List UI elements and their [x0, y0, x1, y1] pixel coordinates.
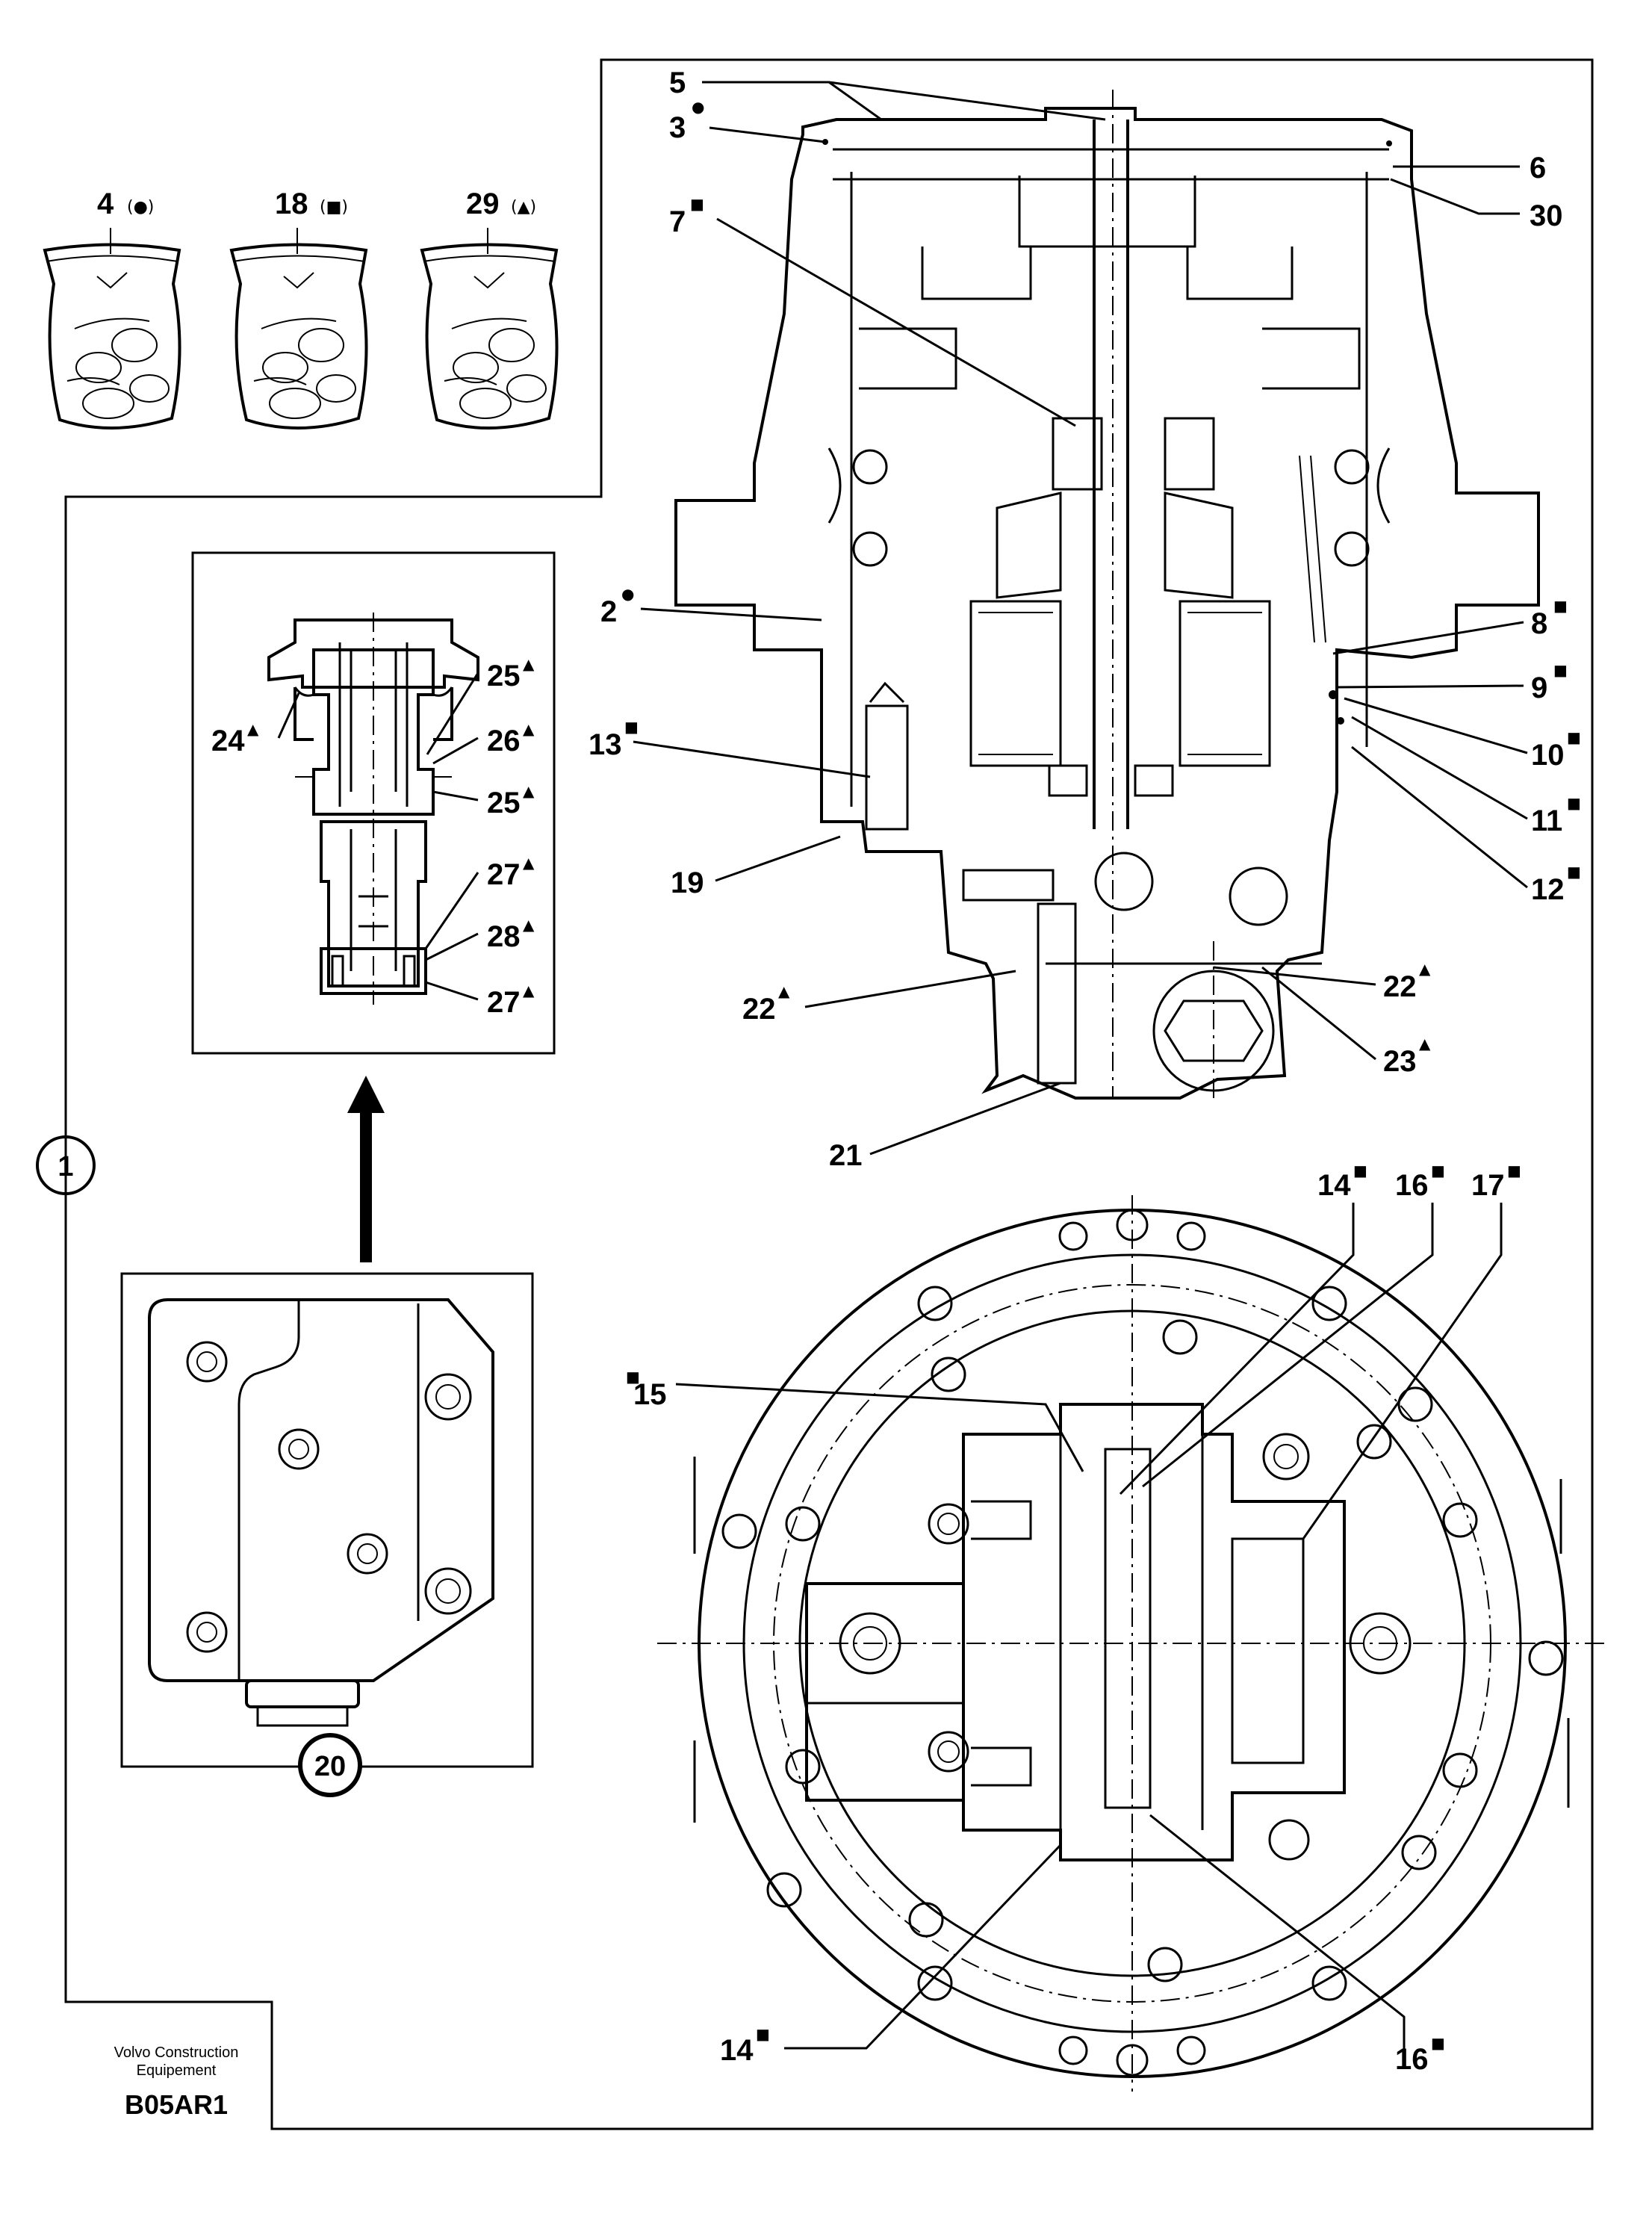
kit-marker: (●)	[127, 198, 154, 217]
marker-10: ■	[1567, 728, 1581, 746]
callout-21: 21	[829, 1139, 863, 1172]
marker-25-top: ▲	[523, 655, 535, 673]
callout-14-top: 14	[1317, 1169, 1351, 1202]
kit-marker: (■)	[320, 198, 348, 217]
callout-3: 3	[669, 111, 686, 144]
callout-5: 5	[669, 66, 686, 99]
callout-22-left: 22	[742, 993, 776, 1026]
reference-code: B05AR1	[125, 2089, 228, 2120]
callout-24: 24	[211, 725, 245, 757]
marker-25-bottom: ▲	[523, 782, 535, 800]
marker-27-top: ▲	[523, 854, 535, 872]
group-number: 1	[58, 1151, 73, 1182]
marker-22-left: ▲	[778, 982, 790, 1000]
kit-number: 4	[97, 187, 114, 220]
marker-9: ■	[1553, 661, 1568, 679]
marker-13: ■	[624, 718, 639, 736]
marker-27-bottom: ▲	[523, 982, 535, 999]
marker-2: ●	[621, 585, 634, 603]
kit-marker: (▲)	[511, 198, 536, 217]
marker-28: ▲	[523, 916, 535, 934]
valve-detail-box	[120, 1272, 534, 1768]
marker-12: ■	[1567, 863, 1581, 881]
marker-16-top: ■	[1431, 1162, 1445, 1179]
marker-23: ▲	[1419, 1035, 1431, 1052]
publisher-line-2: Equipement	[137, 2062, 217, 2079]
callout-8: 8	[1531, 607, 1547, 640]
callout-27-bottom: 27	[487, 986, 521, 1019]
callout-2: 2	[600, 595, 617, 628]
motor-cross-section	[674, 90, 1540, 1100]
valve-number: 20	[314, 1751, 346, 1782]
callout-11: 11	[1531, 804, 1562, 837]
assembly-frame	[64, 58, 1594, 2130]
callout-15: 15	[633, 1378, 667, 1411]
arrow-head	[347, 1076, 385, 1113]
callout-26: 26	[487, 725, 521, 757]
callout-27-top: 27	[487, 858, 521, 891]
marker-16-bottom: ■	[1431, 2034, 1445, 2052]
kit-bag-18: 18 (■)	[229, 187, 368, 430]
marker-14-bottom: ■	[756, 2025, 770, 2043]
callout-25-bottom: 25	[487, 787, 521, 819]
bottom-leaders	[675, 1203, 1503, 2051]
callout-9: 9	[1531, 672, 1547, 704]
marker-17: ■	[1507, 1162, 1521, 1179]
callouts: 5 3 ● 6 30 7 ■ 2 ● 8 ■ 9 ■ 10 ■ 11 ■ 12 …	[211, 66, 1581, 2076]
marker-8: ■	[1553, 597, 1568, 615]
callout-19: 19	[671, 866, 704, 899]
callout-16-top: 16	[1395, 1169, 1429, 1202]
publisher-line-1: Volvo Construction	[114, 2044, 239, 2061]
callout-6: 6	[1530, 152, 1546, 185]
kit-number: 29	[466, 187, 500, 220]
marker-24: ▲	[247, 720, 259, 738]
marker-22-right: ▲	[1419, 960, 1431, 978]
circled-label-group: 1	[36, 1135, 96, 1195]
valve-block	[148, 1298, 494, 1727]
callout-7: 7	[669, 205, 686, 238]
callout-28: 28	[487, 920, 521, 953]
callout-16-bottom: 16	[1395, 2043, 1429, 2076]
callout-12: 12	[1531, 873, 1565, 906]
callout-13: 13	[589, 728, 622, 761]
callout-17: 17	[1471, 1169, 1505, 1202]
top-leaders	[633, 81, 1528, 1156]
callout-30: 30	[1530, 199, 1563, 232]
callout-25-top: 25	[487, 660, 521, 692]
cartridge-leaders	[277, 672, 479, 1001]
marker-15: ■	[626, 1368, 640, 1386]
marker-11: ■	[1567, 794, 1581, 812]
cartridge-drawing	[267, 613, 479, 1005]
kit-bag-4: 4 (●)	[43, 187, 181, 430]
callout-10: 10	[1531, 739, 1565, 772]
motor-plan-view	[657, 1195, 1606, 2092]
callout-14-bottom: 14	[720, 2034, 754, 2067]
callout-23: 23	[1383, 1045, 1417, 1078]
marker-14-top: ■	[1353, 1162, 1367, 1179]
marker-3: ●	[692, 98, 704, 116]
marker-26: ▲	[523, 720, 535, 738]
cartridge-detail-box	[191, 551, 556, 1055]
callout-22-right: 22	[1383, 970, 1417, 1003]
circled-label-valve: 20	[298, 1733, 362, 1797]
kit-bag-29: 29 (▲)	[420, 187, 559, 430]
marker-7: ■	[690, 195, 704, 213]
kit-number: 18	[275, 187, 308, 220]
